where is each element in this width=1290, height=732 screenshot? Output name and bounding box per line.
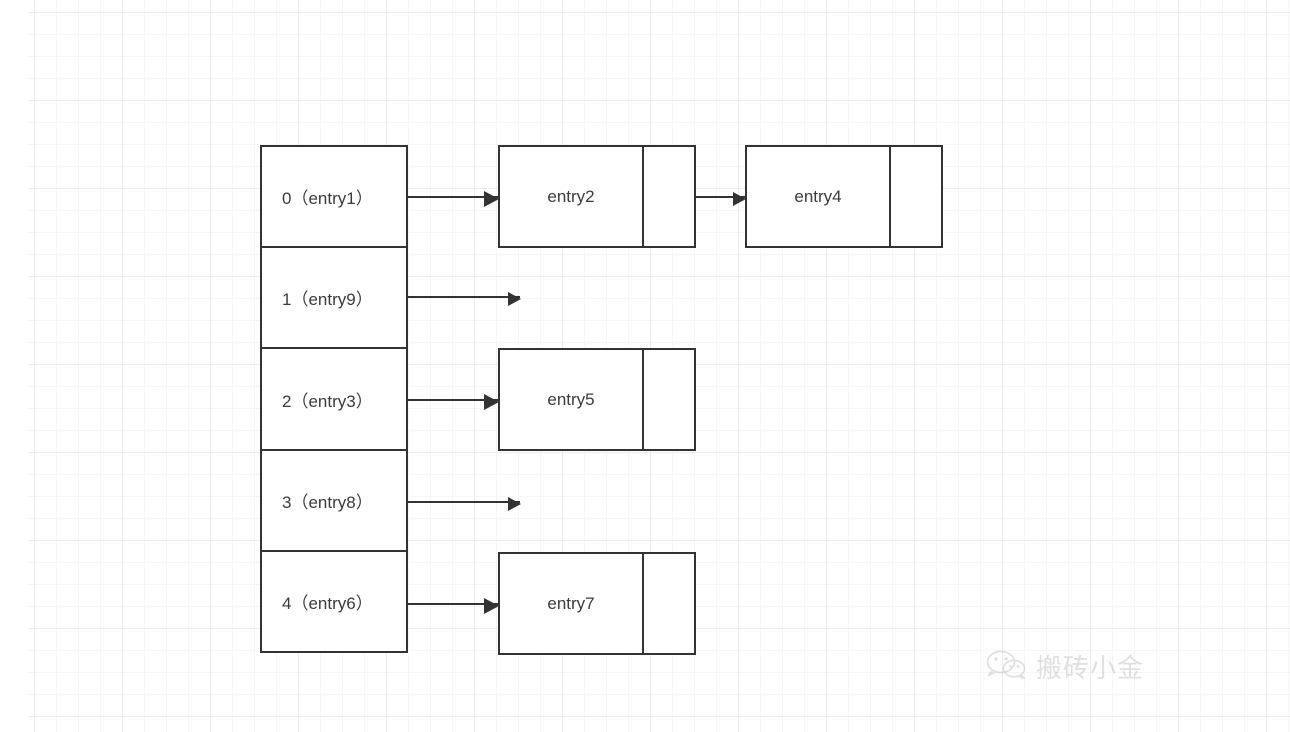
array-slot-3[interactable]: 3（entry8）	[262, 448, 406, 550]
watermark-text: 搬砖小金	[1036, 654, 1145, 684]
entry-node-entry5-label: entry5	[547, 389, 595, 409]
entry-node-entry4-label: entry4	[794, 186, 842, 206]
link-slot4-to-entry7-arrow	[407, 598, 499, 614]
array-slot-4-label: 4（entry6）	[282, 593, 373, 613]
array-slot-0[interactable]: 0（entry1）	[262, 147, 406, 246]
entry-node-entry7-label: entry7	[547, 593, 595, 613]
array-slot-4[interactable]: 4（entry6）	[262, 549, 406, 651]
entry-node-entry5[interactable]: entry5	[498, 348, 696, 451]
wechat-icon	[985, 649, 1027, 684]
entry-node-entry4-next-pointer	[889, 147, 941, 246]
entry-node-entry2-label: entry2	[547, 186, 595, 206]
link-slot0-to-entry2-arrow	[407, 191, 499, 207]
entry-node-entry2-next-pointer	[642, 147, 694, 246]
entry-node-entry2[interactable]: entry2	[498, 145, 696, 248]
array-slot-3-label: 3（entry8）	[282, 492, 373, 512]
entry-node-entry7[interactable]: entry7	[498, 552, 696, 655]
watermark: 搬砖小金	[985, 648, 1144, 685]
entry-node-entry5-next-pointer	[642, 350, 694, 449]
array-slot-1[interactable]: 1（entry9）	[262, 246, 406, 347]
array-slot-1-label: 1（entry9）	[282, 290, 373, 310]
link-slot2-to-entry5-arrow	[407, 394, 499, 410]
link-entry2-to-entry4-arrow	[696, 192, 746, 206]
array-slot-2[interactable]: 2（entry3）	[262, 347, 406, 448]
link-slot1-dangling-arrow	[407, 292, 521, 306]
link-slot3-dangling-arrow	[407, 497, 521, 511]
array-slot-0-label: 0（entry1）	[282, 189, 373, 209]
bucket-array: 0（entry1） 1（entry9） 2（entry3） 3（entry8） …	[260, 145, 408, 653]
array-slot-2-label: 2（entry3）	[282, 391, 373, 411]
entry-node-entry4[interactable]: entry4	[745, 145, 943, 248]
entry-node-entry7-next-pointer	[642, 554, 694, 653]
